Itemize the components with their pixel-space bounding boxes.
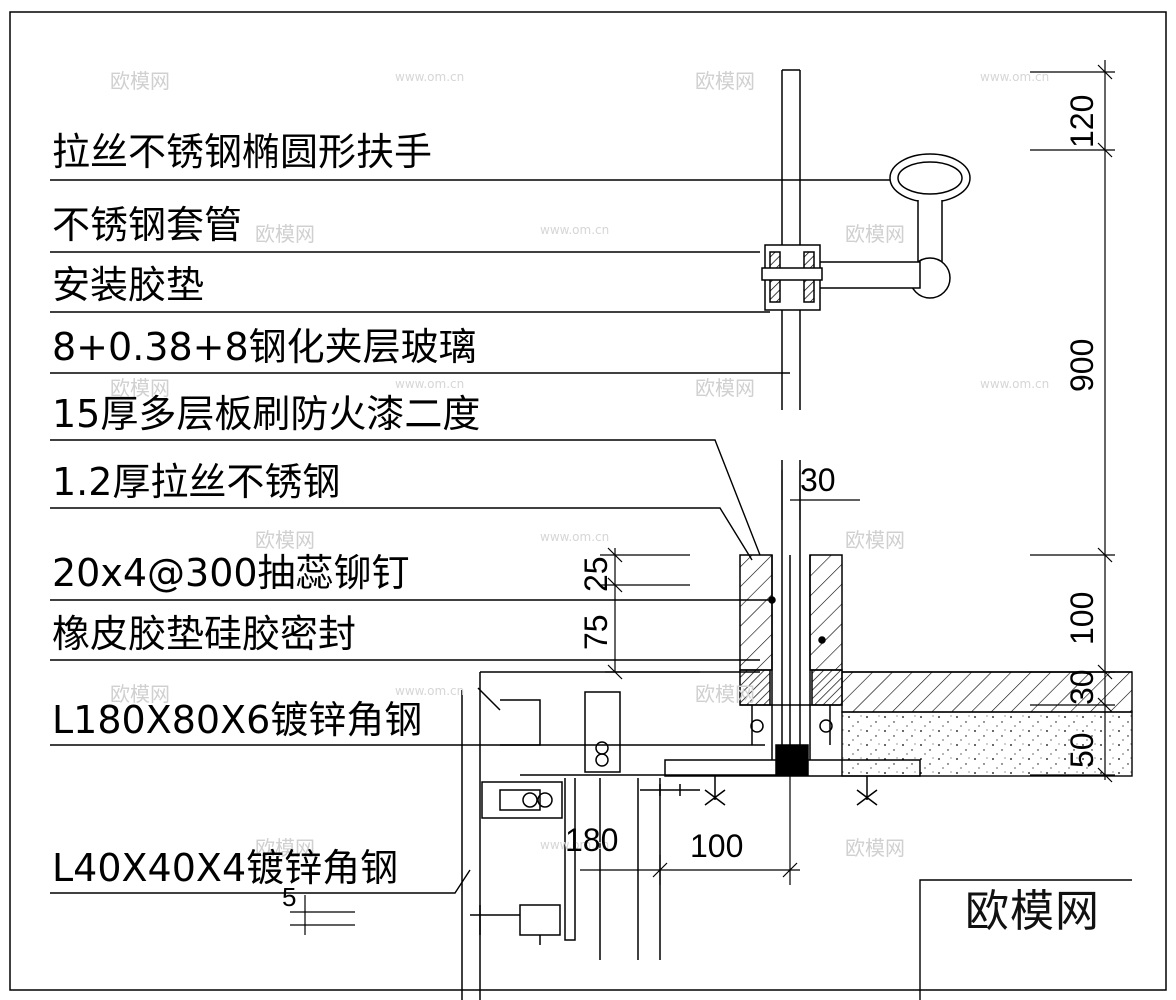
watermark-url: www.om.cn [980, 377, 1050, 391]
dimension-120: 120 [1064, 94, 1100, 148]
label-rivet: 20x4@300抽蕊铆钉 [52, 551, 410, 595]
dimension-100-bottom: 100 [690, 828, 744, 864]
dimension-lines-left [600, 547, 700, 680]
base-channel [739, 554, 843, 776]
watermark-logo: 欧模网 [845, 836, 905, 860]
dimension-100-bottom [580, 775, 800, 885]
floor [841, 671, 1133, 777]
label-board: 15厚多层板刷防火漆二度 [52, 392, 481, 436]
watermark-url: www.om.cn [540, 530, 610, 544]
watermark-url: www.om.cn [980, 70, 1050, 84]
label-seal: 橡皮胶垫硅胶密封 [52, 612, 357, 656]
watermark-url: www.om.cn [540, 838, 610, 852]
leader-lines [50, 179, 900, 894]
watermark-url: www.om.cn [395, 684, 465, 698]
watermark-url: www.om.cn [395, 377, 465, 391]
watermark-logo: 欧模网 [695, 376, 755, 400]
dimension-25: 25 [578, 556, 614, 592]
glass-panel [781, 69, 801, 770]
watermark-url: www.om.cn [540, 223, 610, 237]
logo-box [919, 879, 1132, 1000]
dimension-30-right: 30 [1064, 669, 1100, 705]
watermark-logo: 欧模网 [695, 69, 755, 93]
watermark-logo: 欧模网 [255, 836, 315, 860]
dimension-5: 5 [282, 882, 297, 912]
drawing-border [9, 11, 1167, 991]
label-handrail: 拉丝不锈钢椭圆形扶手 [52, 130, 433, 174]
label-gasket: 安装胶垫 [52, 263, 205, 307]
watermark-logo: 欧模网 [110, 682, 170, 706]
dimension-900: 900 [1064, 338, 1100, 392]
label-glass: 8+0.38+8钢化夹层玻璃 [52, 325, 477, 369]
dimension-180: 180 [565, 822, 619, 858]
label-sleeve: 不锈钢套管 [52, 203, 243, 247]
steel-structure [461, 596, 921, 1000]
watermark-logo: 欧模网 [845, 222, 905, 246]
watermark-logo: 欧模网 [845, 528, 905, 552]
dimension-5 [290, 895, 355, 935]
watermark-logo: 欧模网 [255, 222, 315, 246]
dimension-30-top [781, 470, 860, 520]
dimension-50-right: 50 [1064, 732, 1100, 768]
brand-logo: 欧模网 [965, 886, 1100, 937]
label-stainless: 1.2厚拉丝不锈钢 [52, 460, 341, 504]
label-angle-small: L40X40X4镀锌角钢 [52, 846, 399, 890]
watermark-url: www.om.cn [395, 70, 465, 84]
label-angle-large: L180X80X6镀锌角钢 [52, 698, 423, 742]
dimension-30-top: 30 [800, 462, 836, 498]
handrail [761, 153, 971, 311]
watermark-logo: 欧模网 [695, 682, 755, 706]
dimension-lines-right [1030, 60, 1115, 783]
watermark-logo: 欧模网 [110, 69, 170, 93]
dimension-75: 75 [578, 614, 614, 650]
watermark-logo: 欧模网 [110, 376, 170, 400]
watermark-logo: 欧模网 [255, 528, 315, 552]
dimension-100-right: 100 [1064, 591, 1100, 645]
